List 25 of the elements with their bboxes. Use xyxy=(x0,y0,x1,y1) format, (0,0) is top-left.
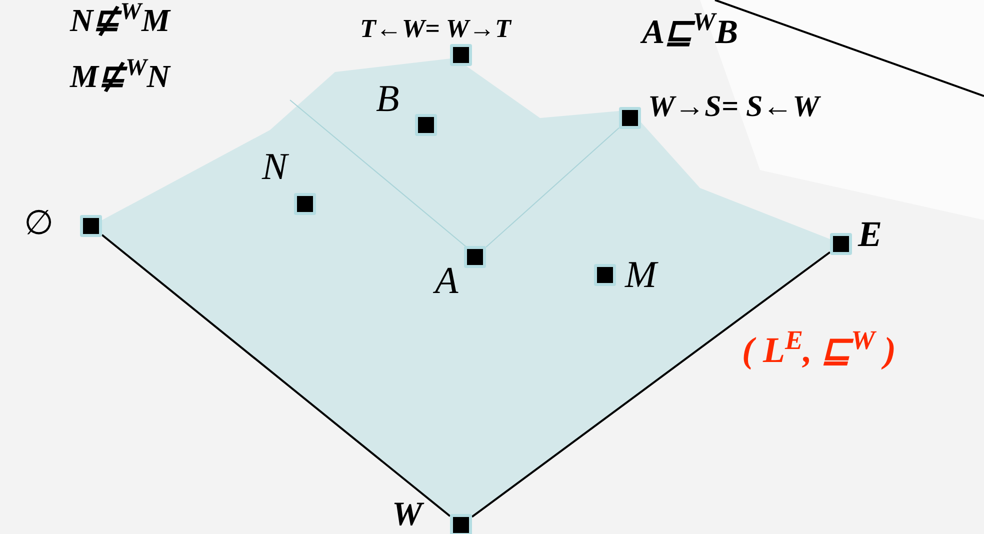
relation-label: ( L$^{E}$, ⊑$^{W}$ ) xyxy=(742,328,896,372)
connector-line xyxy=(101,234,451,517)
element-marker xyxy=(619,107,641,129)
element-label: ∅ xyxy=(24,206,54,240)
element-label: T←W= W→T xyxy=(360,16,511,42)
element-label: B xyxy=(376,80,400,118)
element-marker xyxy=(450,44,472,66)
relation-label: M⋢$^{W}$N xyxy=(70,56,170,96)
element-label: A xyxy=(435,262,458,300)
element-label: N xyxy=(262,148,288,186)
element-label: W→S= S←W xyxy=(648,92,820,122)
element-marker xyxy=(594,264,616,286)
element-label: M xyxy=(625,256,657,294)
element-label: W xyxy=(392,498,422,532)
element-label: E xyxy=(858,216,882,252)
element-marker xyxy=(294,193,316,215)
relation-label: N⋢$^{W}$M xyxy=(70,0,170,40)
element-marker xyxy=(464,246,486,268)
element-marker xyxy=(80,215,102,237)
element-marker xyxy=(450,514,472,534)
connector-line xyxy=(471,251,831,518)
relation-label: A⊑$^{W}$B xyxy=(642,12,738,53)
element-marker xyxy=(830,233,852,255)
connector-line xyxy=(486,127,620,248)
element-marker xyxy=(415,114,437,136)
